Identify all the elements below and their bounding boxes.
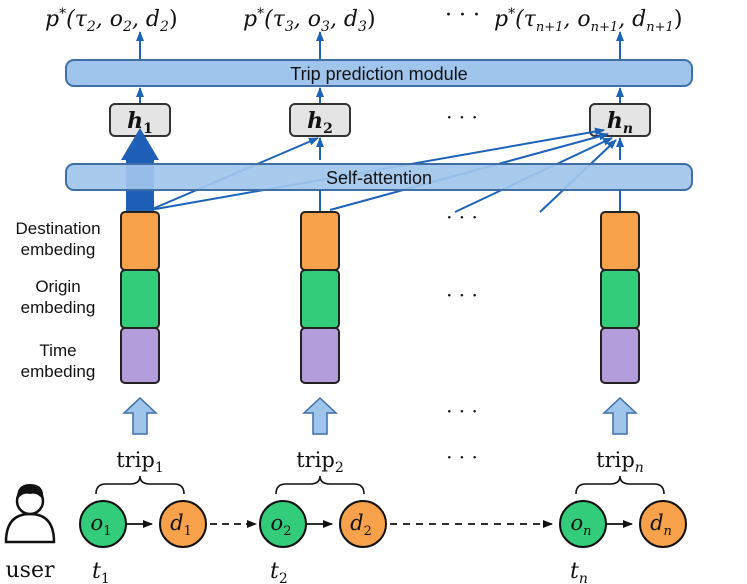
- embedding-stack-2: [300, 211, 340, 384]
- output-prob-1: p*(τ2, o2, d2): [45, 6, 178, 35]
- input-arrow-2: [302, 396, 338, 435]
- destination-node-n: [639, 500, 687, 548]
- trip-brace-n: [575, 475, 665, 495]
- output-prob-n: p*(τn+1, on+1, dn+1): [494, 6, 682, 35]
- time-embedding-2: [300, 327, 340, 384]
- hidden-box-n: [589, 103, 651, 137]
- origin-node-label-1: o1: [91, 511, 112, 539]
- destination-node-label-n: dn: [650, 511, 672, 539]
- self-attention-label: Self-attention: [326, 168, 432, 188]
- output-prob-2: p*(τ3, o3, d3): [243, 6, 376, 35]
- trip-brace-1: [95, 475, 185, 495]
- destination-embedding-2: [300, 211, 340, 271]
- origin-embedding-2: [300, 269, 340, 329]
- user-icon: [4, 484, 56, 544]
- time-label-n: tn: [570, 559, 588, 584]
- destination-node-label-2: d2: [350, 511, 372, 539]
- self-attention-bar: [65, 163, 693, 191]
- trip-label-2: trip2: [296, 448, 344, 476]
- embedding-stack-1: [120, 211, 160, 384]
- trip-prediction-label: Trip prediction module: [290, 64, 467, 84]
- origin-node-label-2: o2: [271, 511, 292, 539]
- hidden-label-n: hn: [607, 108, 633, 137]
- embed-dots-mid: · · ·: [446, 283, 478, 307]
- hidden-dots: · · ·: [446, 105, 478, 129]
- destination-embedding-1: [120, 211, 160, 271]
- origin-node-n: [559, 500, 607, 548]
- time-label-1: t1: [92, 559, 110, 584]
- time-embedding-1: [120, 327, 160, 384]
- embedding-stack-n: [600, 211, 640, 384]
- trip-label-1: trip1: [116, 448, 164, 476]
- output-dots: · · ·: [445, 3, 480, 28]
- hidden-label-1: h1: [127, 108, 153, 137]
- trip-label-n: tripn: [596, 448, 644, 476]
- trip-prediction-module: [65, 59, 693, 87]
- origin-node-2: [259, 500, 307, 548]
- trip-brace-2: [275, 475, 365, 495]
- destination-node-1: [159, 500, 207, 548]
- time-label-2: t2: [270, 559, 288, 584]
- input-dots: · · ·: [446, 399, 478, 423]
- hidden-label-2: h2: [307, 108, 333, 137]
- input-arrow-n: [602, 396, 638, 435]
- user-label: user: [6, 558, 55, 583]
- hidden-box-2: [289, 103, 351, 137]
- embed-dots-top: · · ·: [446, 205, 478, 229]
- time-embedding-n: [600, 327, 640, 384]
- origin-node-label-n: on: [570, 511, 591, 539]
- origin-node-1: [79, 500, 127, 548]
- origin-embedding-n: [600, 269, 640, 329]
- origin-embedding-1: [120, 269, 160, 329]
- destination-node-label-1: d1: [170, 511, 192, 539]
- trip-dots: · · ·: [446, 445, 478, 469]
- destination-embedding-n: [600, 211, 640, 271]
- input-arrow-1: [122, 396, 158, 435]
- destination-node-2: [339, 500, 387, 548]
